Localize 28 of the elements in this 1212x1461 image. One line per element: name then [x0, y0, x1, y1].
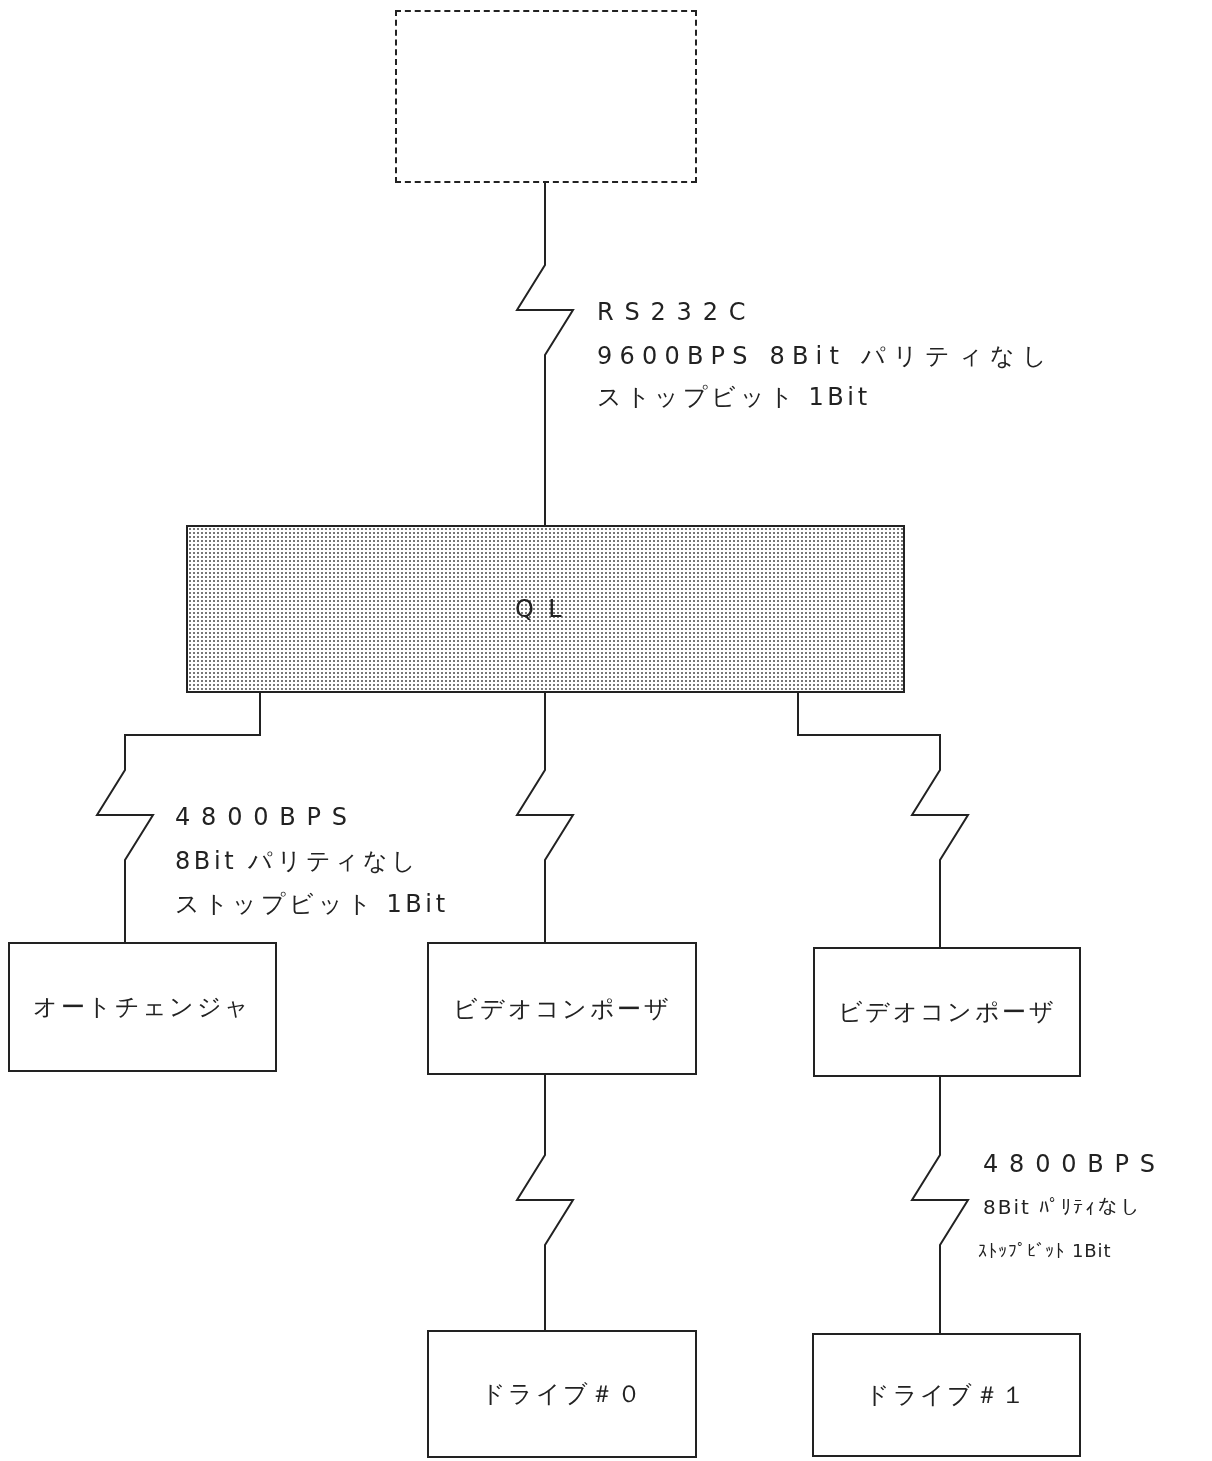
line-spec-text: 9600BPS 8Bit パリティなし	[597, 341, 1055, 372]
device-label: ビデオコンポーザ	[451, 993, 673, 1025]
connector-line	[515, 182, 575, 526]
device-label: オートチェンジャ	[32, 992, 253, 1023]
line-spec-text: 4800BPS	[175, 802, 358, 833]
line-spec-text: ストップビット 1Bit	[597, 382, 871, 413]
line-spec-text: RS232C	[597, 297, 757, 328]
device-box	[813, 947, 1081, 1077]
line-spec-text: ストップビット 1Bit	[175, 889, 449, 920]
device-box	[427, 1330, 697, 1458]
device-box	[812, 1333, 1081, 1457]
connector-line	[910, 1076, 970, 1334]
line-spec-text: ｽﾄｯﾌﾟﾋﾞｯﾄ 1Bit	[978, 1239, 1112, 1263]
empty-dashed-box	[395, 10, 697, 183]
device-label: ドライブ＃１	[864, 1380, 1029, 1411]
connector-line	[95, 692, 261, 943]
device-label: ドライブ＃０	[479, 1379, 645, 1410]
connector-line	[797, 692, 970, 948]
line-spec-text: 4800BPS	[983, 1149, 1166, 1180]
device-box	[427, 942, 697, 1075]
device-box	[186, 525, 905, 693]
line-spec-text: 8Bit パリティなし	[175, 846, 421, 877]
line-spec-text: 8Bit ﾊﾟﾘﾃｨなし	[983, 1194, 1142, 1221]
connector-line	[515, 1074, 575, 1331]
device-label: QL	[513, 594, 578, 625]
device-box	[8, 942, 277, 1072]
connector-line	[515, 692, 575, 943]
device-label: ビデオコンポーザ	[836, 997, 1058, 1028]
